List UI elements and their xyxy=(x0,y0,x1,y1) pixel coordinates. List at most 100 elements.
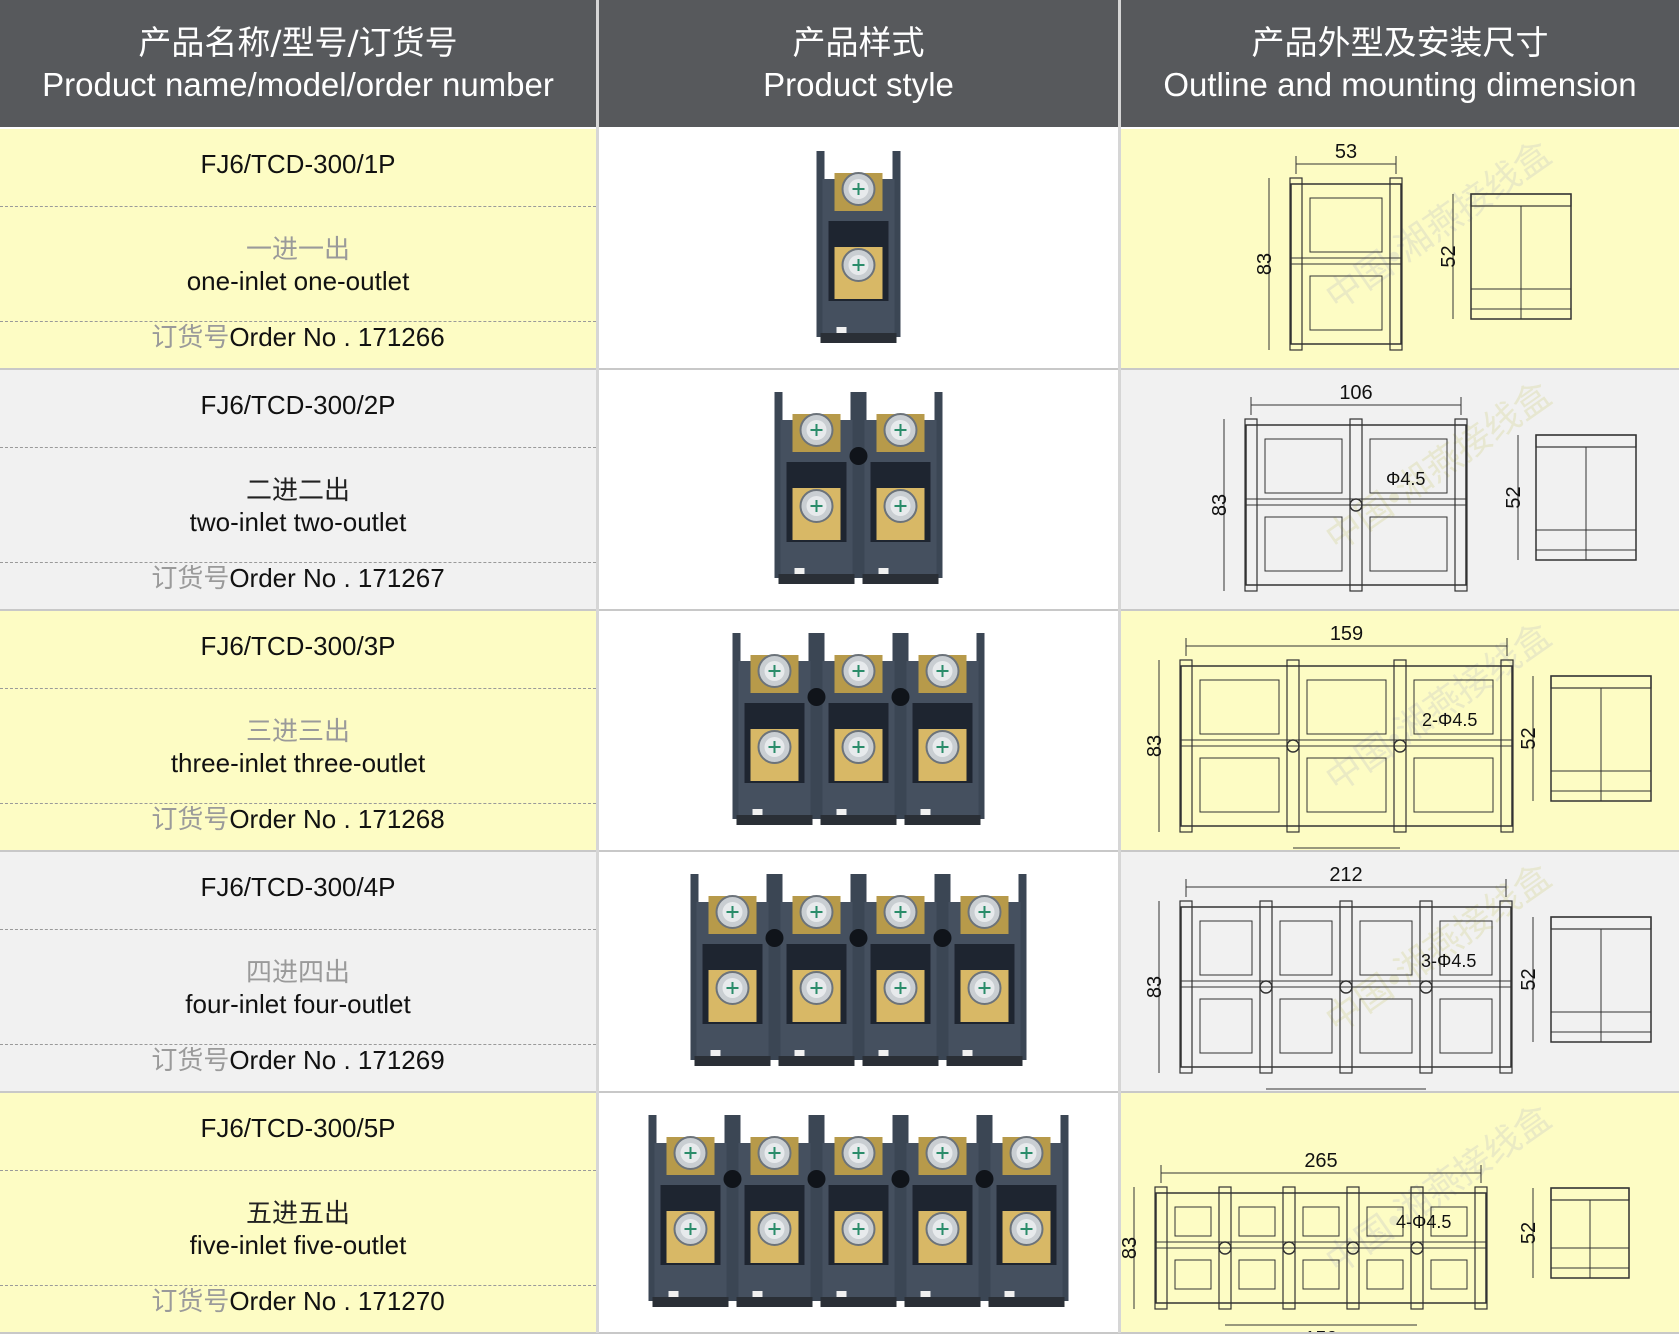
model-number: FJ6/TCD-300/3P xyxy=(200,631,396,661)
terminal-pole xyxy=(816,151,901,343)
front-view xyxy=(1179,659,1514,833)
row-divider xyxy=(0,1332,1679,1334)
order-number-label-cn: 订货号 xyxy=(151,805,230,835)
side-height-dimension-label: 52 xyxy=(1503,486,1525,508)
terminal-pole xyxy=(648,1115,733,1307)
terminal-pole xyxy=(849,874,943,1066)
product-name-en: two-inlet two-outlet xyxy=(189,507,407,537)
terminal-pole xyxy=(723,1115,817,1307)
dashed-divider xyxy=(0,447,596,448)
dashed-divider xyxy=(0,803,596,804)
terminal-pole xyxy=(891,1115,985,1307)
terminal-pole xyxy=(807,633,901,825)
side-height-dimension-label: 52 xyxy=(1438,245,1460,267)
width-dimension-label: 106 xyxy=(1339,382,1372,404)
side-height-dimension-label: 52 xyxy=(1518,727,1540,749)
terminal-pole xyxy=(765,874,859,1066)
row-divider xyxy=(0,1091,1679,1093)
order-number-label-cn: 订货号 xyxy=(151,564,230,594)
header-product-name: 产品名称/型号/订货号 Product name/model/order num… xyxy=(0,0,596,127)
height-dimension-label: 83 xyxy=(1254,253,1276,275)
side-view xyxy=(1470,193,1572,320)
product-name-en: three-inlet three-outlet xyxy=(170,748,426,778)
terminal-pole xyxy=(807,1115,901,1307)
order-number-value: Order No . 171268 xyxy=(229,804,445,834)
order-number: 订货号Order No . 171266 xyxy=(0,317,596,354)
product-name-cn: 三进三出 xyxy=(245,717,350,747)
front-view xyxy=(1179,900,1513,1074)
order-number-value: Order No . 171267 xyxy=(229,563,445,593)
product-image-cell xyxy=(599,129,1118,369)
row-divider xyxy=(0,850,1679,852)
model-number: FJ6/TCD-300/1P xyxy=(200,149,396,179)
product-name-en: four-inlet four-outlet xyxy=(185,989,411,1019)
row-divider xyxy=(0,609,1679,611)
header-outline-dimension-en: Outline and mounting dimension xyxy=(1163,65,1637,103)
terminal-block-photo xyxy=(648,1115,1069,1307)
dashed-divider xyxy=(0,688,596,689)
height-dimension-label: 83 xyxy=(1144,735,1166,757)
hole-diameter-label: 3-Φ4.5 xyxy=(1421,951,1476,971)
row-divider xyxy=(0,368,1679,370)
product-image-cell xyxy=(599,1093,1118,1333)
dashed-divider xyxy=(0,1044,596,1045)
product-name-cn: 五进五出 xyxy=(245,1199,350,1229)
header-outline-dimension: 产品外型及安装尺寸 Outline and mounting dimension xyxy=(1121,0,1679,127)
hole-diameter-label: 4-Φ4.5 xyxy=(1396,1212,1451,1232)
side-height-dimension-label: 52 xyxy=(1518,968,1540,990)
dashed-divider xyxy=(0,1170,596,1171)
terminal-pole xyxy=(891,633,985,825)
height-dimension-label: 83 xyxy=(1209,494,1231,516)
order-number: 订货号Order No . 171268 xyxy=(0,799,596,836)
hole-diameter-label: 2-Φ4.5 xyxy=(1422,710,1477,730)
terminal-block-photo xyxy=(774,392,943,584)
header-product-style-cn: 产品样式 xyxy=(792,22,925,62)
hole-diameter-label: Φ4.5 xyxy=(1386,469,1425,489)
header-product-name-en: Product name/model/order number xyxy=(42,65,554,103)
terminal-block-photo xyxy=(732,633,985,825)
terminal-pole xyxy=(690,874,775,1066)
product-name-en: one-inlet one-outlet xyxy=(186,266,410,296)
height-dimension-label: 83 xyxy=(1121,1237,1141,1259)
width-dimension-label: 212 xyxy=(1329,864,1362,886)
model-number: FJ6/TCD-300/2P xyxy=(200,390,396,420)
order-number-value: Order No . 171269 xyxy=(229,1045,445,1075)
side-height-dimension-label: 52 xyxy=(1518,1222,1540,1244)
product-name-cn: 四进四出 xyxy=(245,958,350,988)
header-product-style: 产品样式 Product style xyxy=(599,0,1118,127)
order-number-label-cn: 订货号 xyxy=(151,323,230,353)
header-product-name-cn: 产品名称/型号/订货号 xyxy=(138,22,458,62)
model-number: FJ6/TCD-300/4P xyxy=(200,872,396,902)
terminal-pole xyxy=(732,633,817,825)
order-number-value: Order No . 171266 xyxy=(229,322,445,352)
header-product-style-en: Product style xyxy=(763,65,954,103)
dashed-divider xyxy=(0,929,596,930)
product-name-cn: 一进一出 xyxy=(245,235,350,265)
dashed-divider xyxy=(0,206,596,207)
product-image-cell xyxy=(599,370,1118,610)
front-view xyxy=(1289,177,1403,351)
product-image-cell xyxy=(599,611,1118,851)
dashed-divider xyxy=(0,321,596,322)
column-divider xyxy=(1118,0,1121,1333)
model-number: FJ6/TCD-300/5P xyxy=(200,1113,396,1143)
order-number: 订货号Order No . 171269 xyxy=(0,1040,596,1077)
order-number-value: Order No . 171270 xyxy=(229,1286,445,1316)
